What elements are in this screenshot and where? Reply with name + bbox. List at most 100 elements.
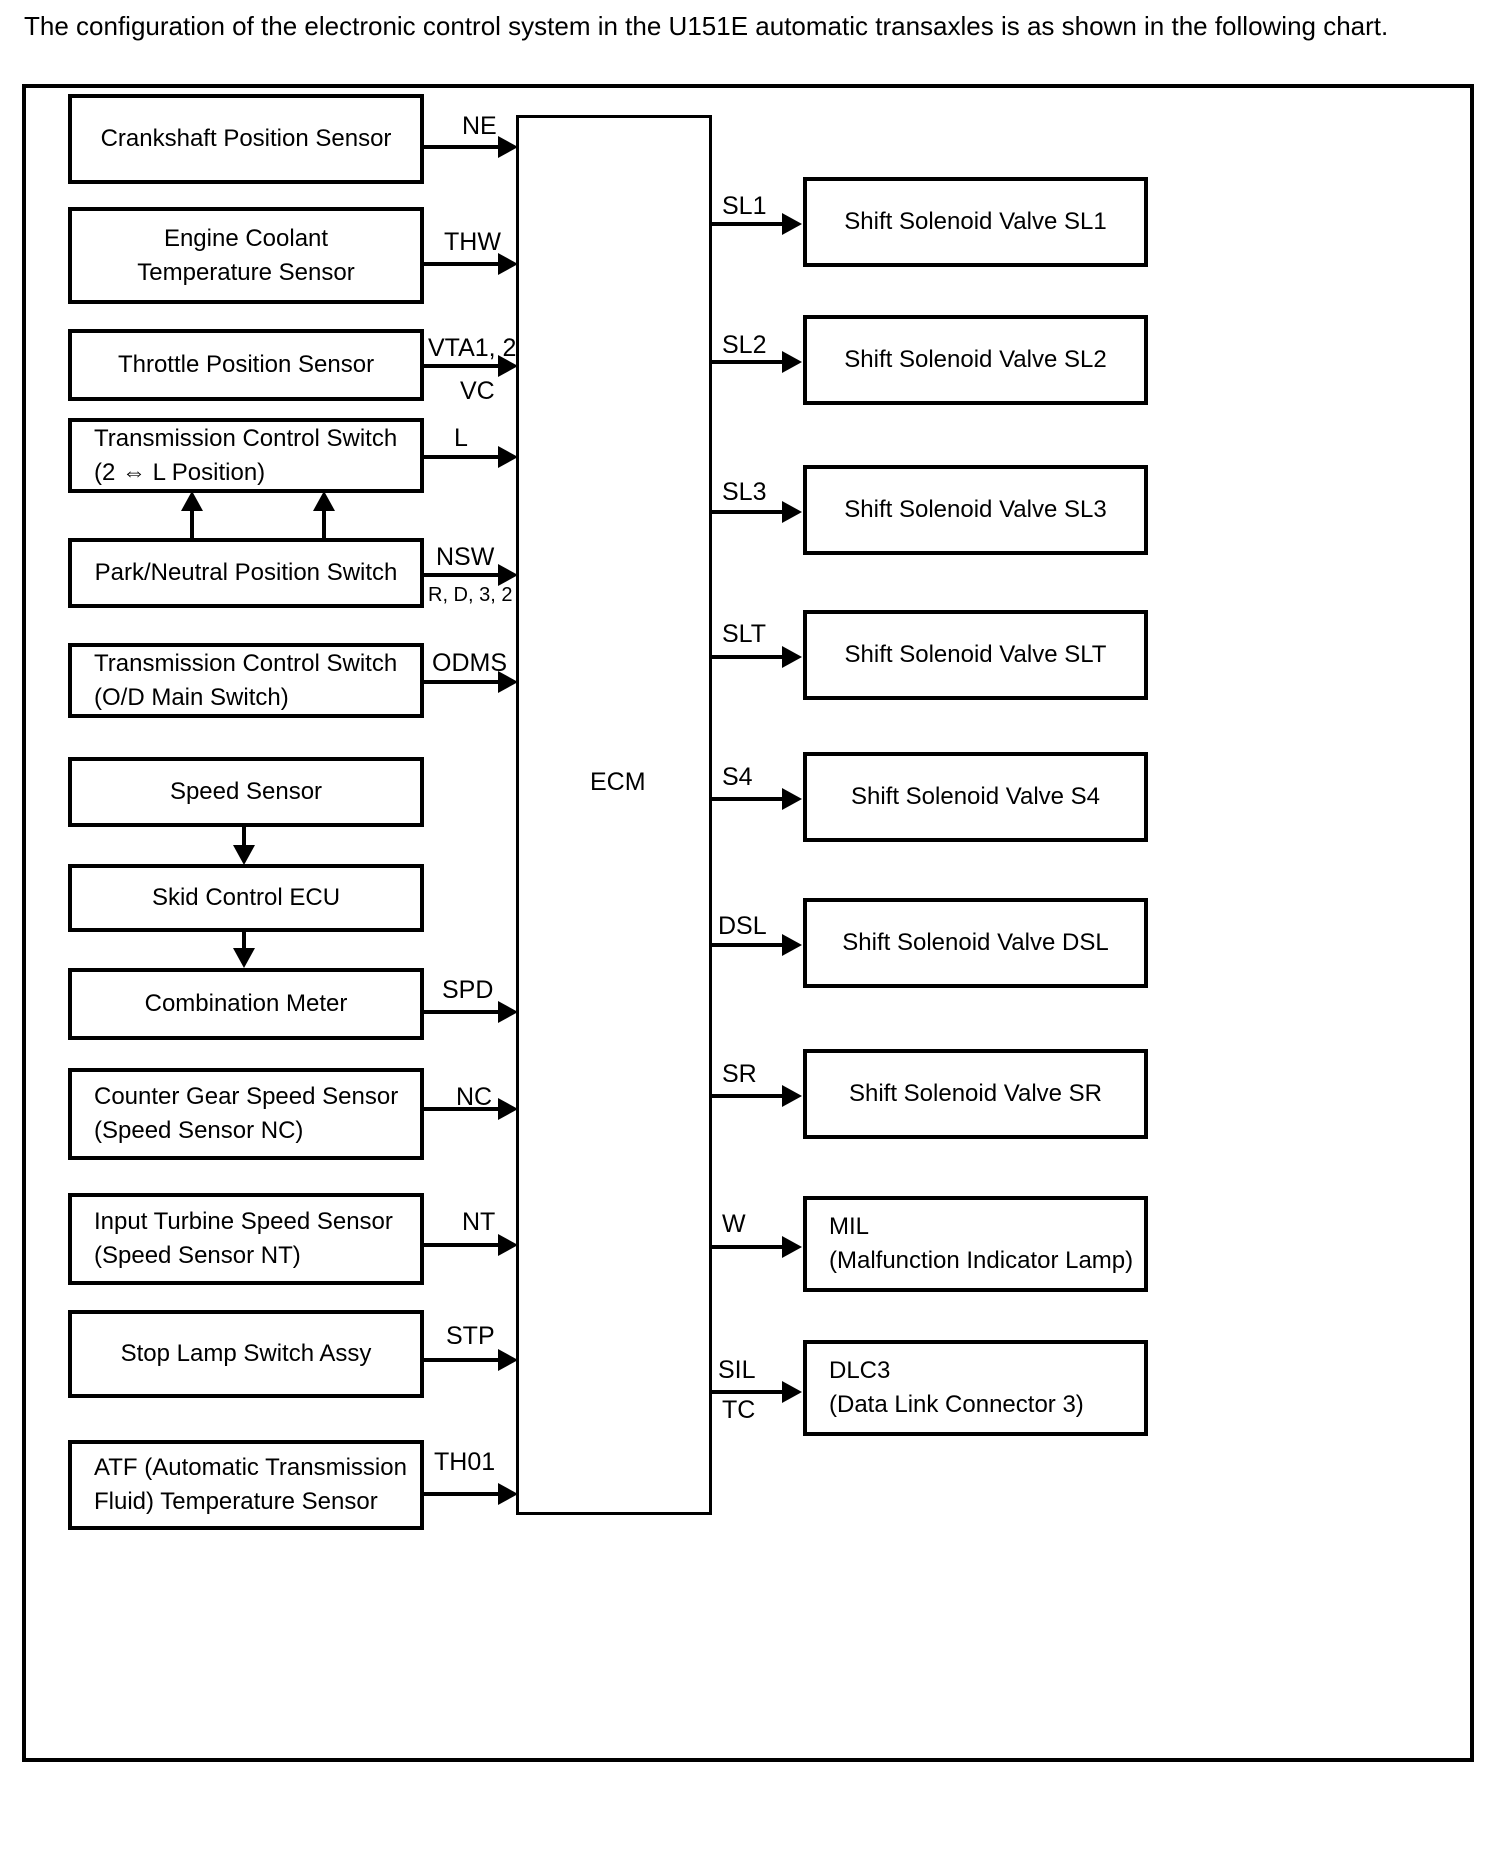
box-label-line2: (O/D Main Switch) bbox=[94, 683, 289, 711]
box-label-line1: Speed Sensor bbox=[169, 778, 323, 805]
input-box-speed-sensor[interactable]: Speed Sensor bbox=[68, 757, 424, 827]
box-label-line1: Shift Solenoid Valve S4 bbox=[850, 783, 1101, 810]
box-label-line2: (Malfunction Indicator Lamp) bbox=[829, 1247, 1134, 1274]
input-box-counter-gear-speed-sensor[interactable]: Counter Gear Speed Sensor (Speed Sensor … bbox=[68, 1068, 424, 1160]
connector-arrow-sl3 bbox=[782, 501, 802, 523]
box-label-line1: Shift Solenoid Valve SR bbox=[848, 1080, 1103, 1107]
connector-line-stp bbox=[424, 1358, 500, 1362]
input-box-skid-control-ecu[interactable]: Skid Control ECU bbox=[68, 864, 424, 932]
box-label-line1: Shift Solenoid Valve SL2 bbox=[844, 346, 1107, 373]
connector-arrow-sil bbox=[782, 1381, 802, 1403]
input-box-combination-meter[interactable]: Combination Meter bbox=[68, 968, 424, 1040]
diagram-frame bbox=[22, 84, 1474, 1762]
connector-arrow-speed-to-skid bbox=[233, 845, 255, 865]
input-box-park-neutral-position-switch[interactable]: Park/Neutral Position Switch bbox=[68, 538, 424, 608]
connector-line-spd bbox=[424, 1010, 500, 1014]
connector-arrow-ne bbox=[498, 136, 518, 158]
connector-arrow-spd bbox=[498, 1001, 518, 1023]
connector-arrow-w bbox=[782, 1236, 802, 1258]
box-label-line2: (Speed Sensor NT) bbox=[94, 1242, 301, 1269]
connector-arrow-stp bbox=[498, 1349, 518, 1371]
connector-line-ne bbox=[424, 145, 500, 149]
connector-arrow-nc bbox=[498, 1098, 518, 1120]
signal-label-nt: NT bbox=[462, 1208, 496, 1236]
connector-line-pnp-to-tcs-right bbox=[322, 510, 326, 540]
signal-label-l: L bbox=[454, 424, 468, 452]
box-label-line1: Park/Neutral Position Switch bbox=[94, 559, 398, 586]
connector-line-nsw bbox=[424, 573, 500, 577]
signal-label-tc: TC bbox=[722, 1396, 756, 1424]
box-label-line1: ATF (Automatic Transmission bbox=[94, 1454, 407, 1481]
ecm-box[interactable] bbox=[516, 115, 712, 1515]
signal-label-rd32: R, D, 3, 2 bbox=[428, 584, 513, 606]
box-label-line1: Stop Lamp Switch Assy bbox=[120, 1340, 372, 1367]
output-box-dlc3[interactable]: DLC3 (Data Link Connector 3) bbox=[803, 1340, 1148, 1436]
signal-label-odms: ODMS bbox=[432, 649, 507, 677]
signal-label-sr: SR bbox=[722, 1060, 757, 1088]
box-label-line2: Temperature Sensor bbox=[137, 258, 355, 286]
input-box-transmission-control-switch-l[interactable]: Transmission Control Switch (2 ⇔ L Posit… bbox=[68, 418, 424, 493]
output-box-shift-solenoid-valve-sl3[interactable]: Shift Solenoid Valve SL3 bbox=[803, 465, 1148, 555]
connector-line-slt bbox=[712, 655, 784, 659]
signal-label-s4: S4 bbox=[722, 763, 753, 791]
input-box-transmission-control-switch-od[interactable]: Transmission Control Switch (O/D Main Sw… bbox=[68, 643, 424, 718]
connector-arrow-pnp-to-tcs-left bbox=[181, 491, 203, 511]
output-box-shift-solenoid-valve-s4[interactable]: Shift Solenoid Valve S4 bbox=[803, 752, 1148, 842]
output-box-shift-solenoid-valve-sl2[interactable]: Shift Solenoid Valve SL2 bbox=[803, 315, 1148, 405]
connector-line-dsl bbox=[712, 943, 784, 947]
connector-arrow-vta bbox=[498, 355, 518, 377]
intro-paragraph: The configuration of the electronic cont… bbox=[24, 11, 1389, 41]
input-box-crankshaft-position-sensor[interactable]: Crankshaft Position Sensor bbox=[68, 94, 424, 184]
signal-label-sl2: SL2 bbox=[722, 331, 767, 359]
box-label-line1: Crankshaft Position Sensor bbox=[100, 125, 392, 152]
signal-label-ne: NE bbox=[462, 112, 497, 140]
box-label-line1: Shift Solenoid Valve DSL bbox=[842, 929, 1109, 956]
box-label-line1: MIL bbox=[829, 1213, 870, 1240]
output-box-shift-solenoid-valve-dsl[interactable]: Shift Solenoid Valve DSL bbox=[803, 898, 1148, 988]
connector-line-nt bbox=[424, 1243, 500, 1247]
input-box-atf-temperature-sensor[interactable]: ATF (Automatic Transmission Fluid) Tempe… bbox=[68, 1440, 424, 1530]
connector-line-sl3 bbox=[712, 510, 784, 514]
connector-line-vta bbox=[424, 364, 500, 368]
box-label-line1: Shift Solenoid Valve SL1 bbox=[844, 208, 1107, 235]
signal-label-vta: VTA1, 2 bbox=[428, 334, 517, 362]
input-box-input-turbine-speed-sensor[interactable]: Input Turbine Speed Sensor (Speed Sensor… bbox=[68, 1193, 424, 1285]
connector-line-th01 bbox=[424, 1492, 500, 1496]
signal-label-nc: NC bbox=[456, 1083, 493, 1111]
input-box-throttle-position-sensor[interactable]: Throttle Position Sensor bbox=[68, 329, 424, 401]
signal-label-dsl: DSL bbox=[718, 912, 767, 940]
box-label-line1: Combination Meter bbox=[144, 990, 348, 1017]
signal-label-stp: STP bbox=[446, 1322, 495, 1350]
input-box-stop-lamp-switch-assy[interactable]: Stop Lamp Switch Assy bbox=[68, 1310, 424, 1398]
output-box-mil[interactable]: MIL (Malfunction Indicator Lamp) bbox=[803, 1196, 1148, 1292]
signal-label-sl3: SL3 bbox=[722, 478, 767, 506]
signal-label-th01: TH01 bbox=[434, 1448, 496, 1476]
signal-label-sil: SIL bbox=[718, 1356, 756, 1384]
connector-line-sl1 bbox=[712, 222, 784, 226]
output-box-shift-solenoid-valve-sr[interactable]: Shift Solenoid Valve SR bbox=[803, 1049, 1148, 1139]
box-label-line2: (Data Link Connector 3) bbox=[829, 1391, 1084, 1418]
box-label-line1: Shift Solenoid Valve SLT bbox=[844, 641, 1107, 668]
connector-arrow-nt bbox=[498, 1234, 518, 1256]
connector-line-speed-to-skid bbox=[242, 827, 246, 847]
box-label-line1: Input Turbine Speed Sensor bbox=[94, 1208, 393, 1235]
box-label-line2: Fluid) Temperature Sensor bbox=[94, 1488, 378, 1515]
connector-line-skid-to-meter bbox=[242, 932, 246, 950]
signal-label-sl1: SL1 bbox=[722, 192, 767, 220]
connector-line-sl2 bbox=[712, 360, 784, 364]
box-label-line1: Transmission Control Switch bbox=[94, 649, 398, 677]
output-box-shift-solenoid-valve-slt[interactable]: Shift Solenoid Valve SLT bbox=[803, 610, 1148, 700]
box-label-line1: Transmission Control Switch bbox=[94, 424, 398, 452]
signal-label-w: W bbox=[722, 1210, 746, 1238]
connector-line-pnp-to-tcs-left bbox=[190, 510, 194, 540]
connector-arrow-th01 bbox=[498, 1483, 518, 1505]
output-box-shift-solenoid-valve-sl1[interactable]: Shift Solenoid Valve SL1 bbox=[803, 177, 1148, 267]
ecm-label: ECM bbox=[590, 768, 646, 796]
input-box-engine-coolant-temperature-sensor[interactable]: Engine Coolant Temperature Sensor bbox=[68, 207, 424, 304]
connector-arrow-dsl bbox=[782, 934, 802, 956]
connector-line-l bbox=[424, 455, 500, 459]
box-label-line1: Throttle Position Sensor bbox=[117, 351, 375, 378]
signal-label-nsw: NSW bbox=[436, 543, 495, 571]
connector-arrow-sl1 bbox=[782, 213, 802, 235]
